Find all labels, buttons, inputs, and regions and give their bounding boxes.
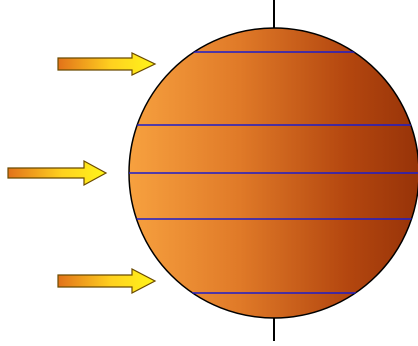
- right-arrow-icon: [8, 161, 106, 185]
- right-arrow-icon: [58, 269, 155, 293]
- right-arrow-icon: [58, 53, 155, 75]
